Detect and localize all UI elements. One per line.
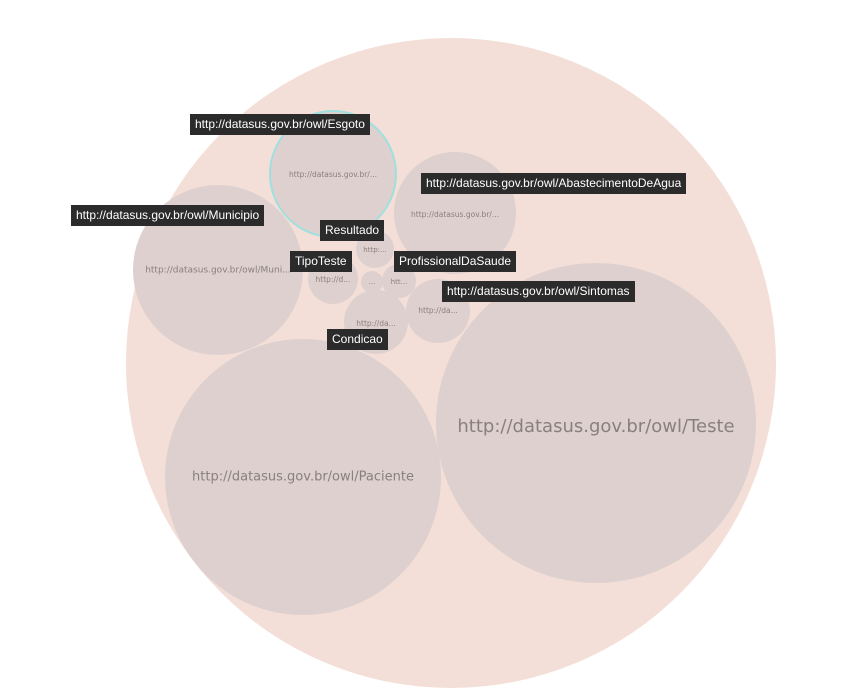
node-teste[interactable] xyxy=(436,263,756,583)
node-paciente-label: http://datasus.gov.br/owl/Paciente xyxy=(192,470,414,485)
node-municipio[interactable] xyxy=(133,185,303,355)
node-sintomas-label: http://da... xyxy=(418,306,458,315)
tag-condicao[interactable]: Condicao xyxy=(327,329,388,350)
node-tiny[interactable] xyxy=(361,271,383,293)
node-tiny-label: ... xyxy=(369,278,376,286)
node-teste-label: http://datasus.gov.br/owl/Teste xyxy=(457,416,734,437)
tag-tipoteste[interactable]: TipoTeste xyxy=(290,251,352,272)
tag-esgoto[interactable]: http://datasus.gov.br/owl/Esgoto xyxy=(190,114,370,135)
node-condicao-label: http://da... xyxy=(356,319,396,328)
node-paciente[interactable] xyxy=(165,339,441,615)
node-profissional-label: htt... xyxy=(391,278,408,286)
tag-profissional[interactable]: ProfissionalDaSaude xyxy=(394,251,517,272)
node-municipio-label: http://datasus.gov.br/owl/Muni... xyxy=(145,266,291,276)
node-esgoto-label: http://datasus.gov.br/... xyxy=(289,170,377,179)
node-resultado-label: http:... xyxy=(363,246,386,254)
node-profissional[interactable] xyxy=(382,264,416,298)
node-abastecimento-label: http://datasus.gov.br/... xyxy=(411,210,499,219)
tag-abastecimento[interactable]: http://datasus.gov.br/owl/AbastecimentoD… xyxy=(421,173,687,194)
tag-sintomas[interactable]: http://datasus.gov.br/owl/Sintomas xyxy=(442,281,635,302)
tag-resultado[interactable]: Resultado xyxy=(320,220,385,241)
tag-municipio[interactable]: http://datasus.gov.br/owl/Municipio xyxy=(71,205,265,226)
node-tipoteste-label: http://d... xyxy=(316,275,351,284)
